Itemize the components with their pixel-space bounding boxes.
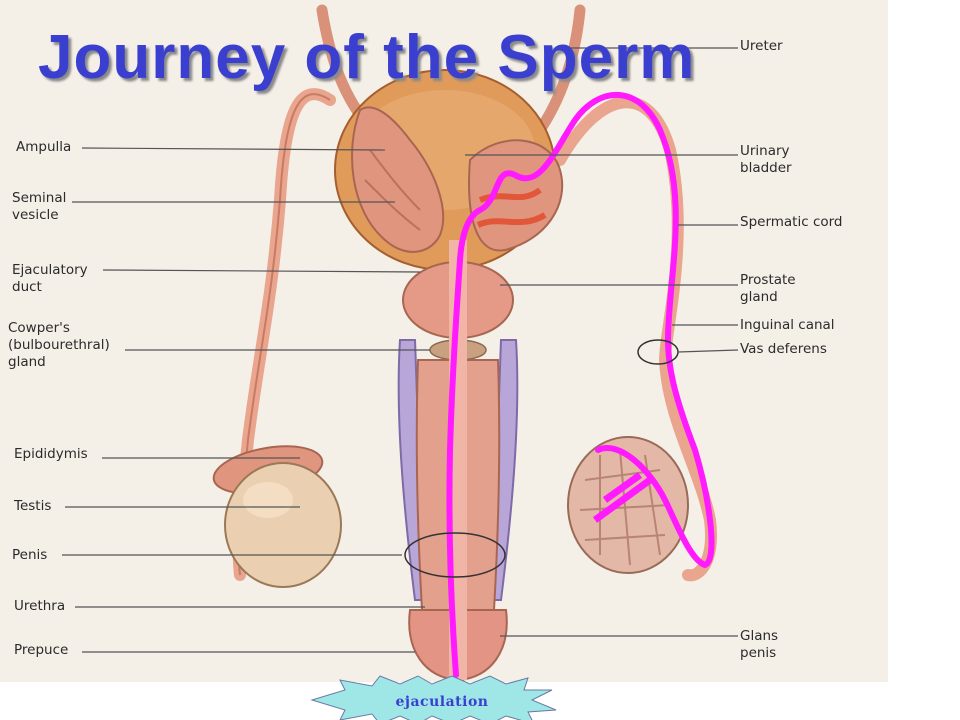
slide-title: Journey of the Sperm — [38, 23, 696, 92]
label-seminal-vesicle: Seminal vesicle — [12, 190, 67, 223]
label-inguinal-canal: Inguinal canal — [740, 317, 835, 333]
left-testis — [224, 462, 342, 588]
penis-section-marker — [404, 532, 506, 578]
ejaculation-starburst — [310, 675, 557, 720]
left-leader-lines — [62, 147, 430, 653]
label-penis: Penis — [12, 547, 48, 563]
vas-deferens-section-marker — [637, 339, 679, 365]
label-urethra: Urethra — [14, 598, 66, 614]
label-glans-penis: Glans penis — [740, 628, 779, 661]
label-ampulla: Ampulla — [16, 139, 72, 155]
sperm-path — [446, 92, 715, 678]
right-leader-lines — [465, 47, 739, 637]
label-epididymis: Epididymis — [14, 446, 88, 462]
label-urinary-bladder: Urinary bladder — [740, 143, 792, 176]
ejaculation-badge-label: ejaculation — [395, 694, 489, 710]
right-ureter — [534, 4, 586, 136]
label-testis: Testis — [14, 498, 52, 514]
label-ureter: Ureter — [740, 38, 783, 54]
label-prepuce: Prepuce — [14, 642, 69, 658]
left-seminal-vesicle — [351, 106, 445, 253]
label-cowpers-gland: Cowper's (bulbourethral) gland — [8, 320, 110, 370]
label-spermatic-cord: Spermatic cord — [740, 214, 843, 230]
label-prostate-gland: Prostate gland — [740, 272, 796, 305]
label-ejaculatory-duct: Ejaculatory duct — [12, 262, 88, 295]
label-vas-deferens: Vas deferens — [740, 341, 827, 357]
